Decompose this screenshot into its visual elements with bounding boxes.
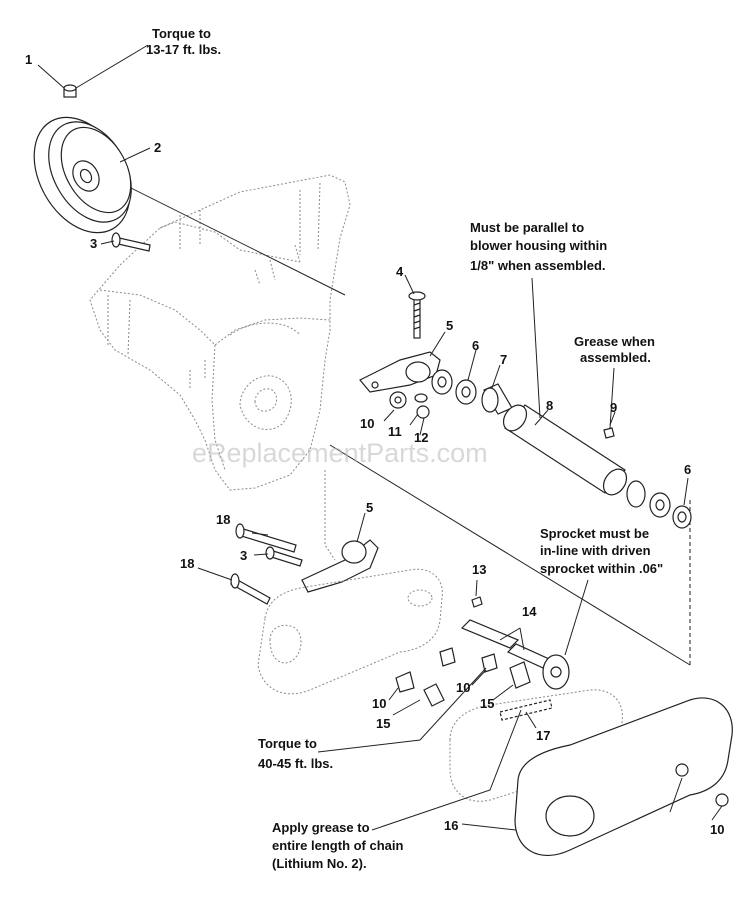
- callout-14: 14: [522, 604, 537, 619]
- callout-17: 17: [536, 728, 550, 743]
- callout-10-left: 10: [372, 696, 386, 711]
- note-apply-grease-line1: Apply grease to: [272, 820, 370, 835]
- upper-bracket-assembly: [359, 291, 692, 529]
- callout-4: 4: [396, 264, 404, 279]
- chain: [499, 699, 553, 721]
- callout-9: 9: [610, 400, 617, 415]
- callout-7: 7: [500, 352, 507, 367]
- callout-numbers: 1 2 3 4 5 6 7 8 9 6 10 11 12 5 18 3 18 1…: [25, 52, 724, 837]
- note-torque-bottom-line1: Torque to: [258, 736, 317, 751]
- note-parallel-line2: blower housing within: [470, 238, 607, 253]
- shaft-centerline: [74, 159, 691, 666]
- callout-13: 13: [472, 562, 486, 577]
- note-torque-top-line1: Torque to: [152, 26, 211, 41]
- callout-18-lower: 18: [180, 556, 194, 571]
- watermark-text: eReplacementParts.com: [192, 438, 488, 468]
- callout-10-center: 10: [456, 680, 470, 695]
- callout-2: 2: [154, 140, 161, 155]
- note-sprocket-line3: sprocket within .06": [540, 561, 663, 576]
- callout-3-top: 3: [90, 236, 97, 251]
- note-apply-grease-line2: entire length of chain: [272, 838, 404, 853]
- leader-lines: [37, 44, 723, 831]
- sprocket-parts: [395, 596, 570, 707]
- note-grease-line1: Grease when: [574, 334, 655, 349]
- note-torque-top-line2: 13-17 ft. lbs.: [146, 42, 221, 57]
- callout-10-bottom: 10: [710, 822, 724, 837]
- callout-16: 16: [444, 818, 458, 833]
- callout-1: 1: [25, 52, 32, 67]
- pulley-assembly: [33, 84, 151, 252]
- note-parallel-line1: Must be parallel to: [470, 220, 584, 235]
- callout-12: 12: [414, 430, 428, 445]
- lower-bracket-assembly: [230, 523, 379, 605]
- callout-6-top: 6: [472, 338, 479, 353]
- callout-8: 8: [546, 398, 553, 413]
- callout-15-left: 15: [376, 716, 390, 731]
- callout-11: 11: [388, 424, 402, 439]
- callout-10-top: 10: [360, 416, 374, 431]
- callout-18-upper: 18: [216, 512, 230, 527]
- callout-6-right: 6: [684, 462, 691, 477]
- housing-ghost-outline: [89, 174, 351, 561]
- note-grease-line2: assembled.: [580, 350, 651, 365]
- note-parallel-line3: 1/8" when assembled.: [470, 258, 606, 273]
- callout-5-top: 5: [446, 318, 453, 333]
- callout-3-lower: 3: [240, 548, 247, 563]
- note-apply-grease-line3: (Lithium No. 2).: [272, 856, 367, 871]
- annotation-notes: Torque to 13-17 ft. lbs. Must be paralle…: [146, 26, 663, 871]
- chaincase-cover: [449, 689, 733, 856]
- note-torque-bottom-line2: 40-45 ft. lbs.: [258, 756, 333, 771]
- note-sprocket-line1: Sprocket must be: [540, 526, 649, 541]
- callout-5-lower: 5: [366, 500, 373, 515]
- callout-15-right: 15: [480, 696, 494, 711]
- chaincase-inner-plate: [257, 568, 443, 695]
- note-sprocket-line2: in-line with driven: [540, 543, 651, 558]
